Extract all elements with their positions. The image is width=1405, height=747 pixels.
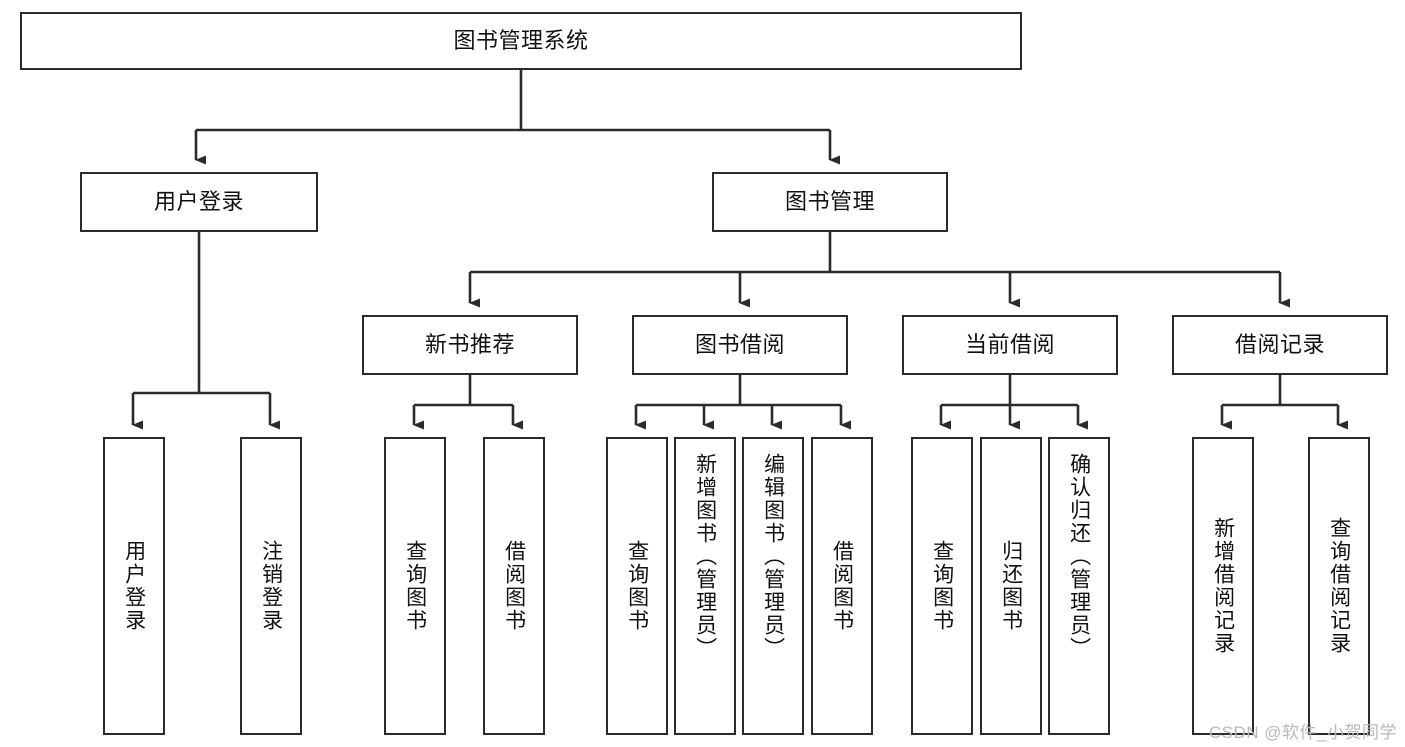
leaf-query-book-1[interactable]: 查询图书: [384, 437, 446, 735]
leaf-query-book-2[interactable]: 查询图书: [606, 437, 668, 735]
leaf-return-book[interactable]: 归还图书: [980, 437, 1042, 735]
node-book-borrow-label: 图书借阅: [694, 332, 785, 358]
node-book-management[interactable]: 图书管理: [712, 172, 948, 232]
node-root-label: 图书管理系统: [453, 28, 589, 54]
node-root[interactable]: 图书管理系统: [20, 12, 1022, 70]
leaf-logout-login-label: 注销登录: [259, 540, 283, 632]
leaf-borrow-book-2-label: 借阅图书: [830, 540, 854, 632]
leaf-borrow-book-1[interactable]: 借阅图书: [483, 437, 545, 735]
leaf-borrow-book-1-label: 借阅图书: [502, 540, 526, 632]
node-new-book-recommend-label: 新书推荐: [424, 332, 515, 358]
leaf-query-book-2-label: 查询图书: [625, 540, 649, 632]
node-new-book-recommend[interactable]: 新书推荐: [362, 315, 578, 375]
leaf-add-record-label: 新增借阅记录: [1211, 517, 1235, 655]
leaf-query-record[interactable]: 查询借阅记录: [1308, 437, 1370, 735]
leaf-logout-login[interactable]: 注销登录: [240, 437, 302, 735]
node-borrow-record-label: 借阅记录: [1234, 332, 1325, 358]
leaf-query-record-label: 查询借阅记录: [1327, 517, 1351, 655]
leaf-user-login[interactable]: 用户登录: [103, 437, 165, 735]
watermark: CSDN @软件_小贺同学: [1208, 723, 1397, 742]
leaf-edit-book[interactable]: 编辑图书（管理员）: [742, 437, 804, 735]
node-current-borrow[interactable]: 当前借阅: [902, 315, 1118, 375]
leaf-query-book-1-label: 查询图书: [403, 540, 427, 632]
leaf-borrow-book-2[interactable]: 借阅图书: [811, 437, 873, 735]
node-current-borrow-label: 当前借阅: [964, 332, 1055, 358]
node-book-management-label: 图书管理: [784, 189, 875, 215]
leaf-edit-book-label: 编辑图书（管理员）: [761, 453, 785, 660]
leaf-confirm-return-label: 确认归还（管理员）: [1067, 453, 1091, 660]
leaf-return-book-label: 归还图书: [999, 540, 1023, 632]
leaf-query-book-3-label: 查询图书: [930, 540, 954, 632]
leaf-user-login-label: 用户登录: [122, 540, 146, 632]
node-user-login[interactable]: 用户登录: [80, 172, 318, 232]
leaf-add-book-label: 新增图书（管理员）: [693, 453, 717, 660]
leaf-confirm-return[interactable]: 确认归还（管理员）: [1048, 437, 1110, 735]
leaf-add-record[interactable]: 新增借阅记录: [1192, 437, 1254, 735]
node-user-login-label: 用户登录: [153, 189, 244, 215]
leaf-add-book[interactable]: 新增图书（管理员）: [674, 437, 736, 735]
node-borrow-record[interactable]: 借阅记录: [1172, 315, 1388, 375]
leaf-query-book-3[interactable]: 查询图书: [911, 437, 973, 735]
node-book-borrow[interactable]: 图书借阅: [632, 315, 848, 375]
